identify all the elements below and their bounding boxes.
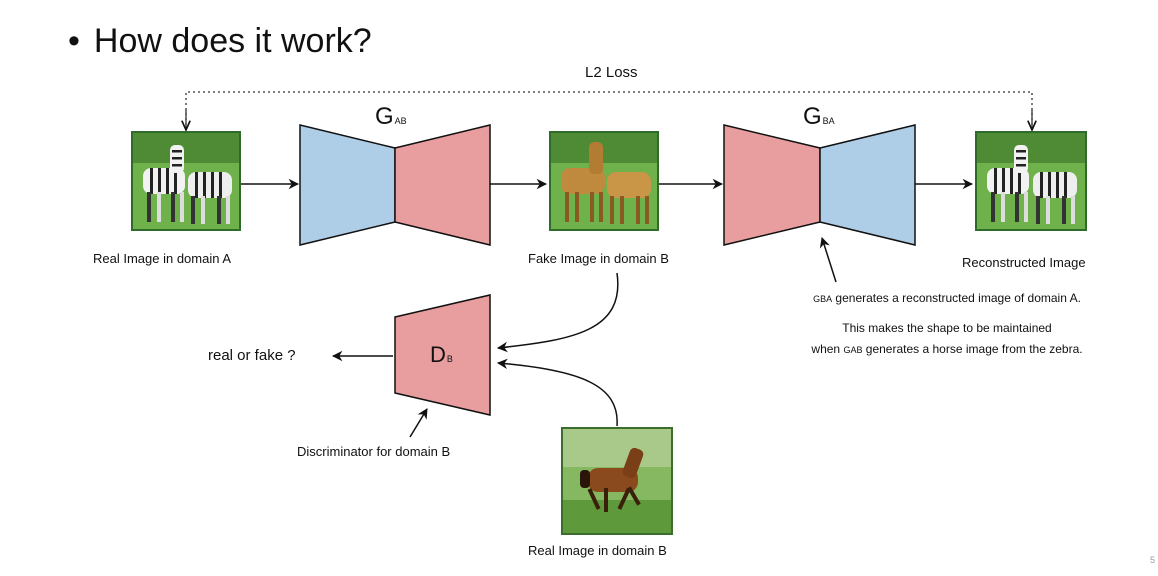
page-number: 5: [1150, 555, 1156, 565]
horse-figure: [580, 447, 644, 512]
gba-encoder: [723, 124, 821, 246]
arrow-caption-to-db: [409, 408, 428, 438]
fake-image-b-caption: Fake Image in domain B: [528, 251, 669, 266]
discriminator-db: [394, 294, 491, 416]
arrow-real-b-to-db: [496, 358, 618, 427]
real-image-a-caption: Real Image in domain A: [93, 251, 232, 266]
fake-image-b: [549, 131, 659, 231]
gba-decoder: [819, 124, 916, 246]
db-label: DB: [430, 342, 453, 368]
db-label-main: D: [430, 342, 446, 367]
l2-loss-label: L2 Loss: [585, 64, 638, 81]
gab-label-sub: AB: [394, 116, 407, 126]
discriminator-caption: Discriminator for domain B: [297, 444, 451, 459]
zebra-figure: [987, 145, 1029, 222]
gba-note-line1-rest: generates a reconstructed image of domai…: [832, 291, 1081, 305]
db-label-sub: B: [446, 354, 453, 364]
gba-label-main: G: [803, 103, 822, 130]
bullet-icon: •: [68, 22, 80, 60]
gba-label-sub: BA: [822, 116, 835, 126]
gba-note: GBA generates a reconstructed image of d…: [752, 288, 1142, 361]
gab-label: GAB: [375, 103, 407, 131]
real-image-a: [131, 131, 241, 231]
gba-note-line3-rest: generates a horse image from the zebra.: [862, 342, 1083, 356]
gab-label-main: G: [375, 103, 394, 130]
reconstructed-image: [975, 131, 1087, 231]
real-or-fake-label: real or fake ?: [208, 347, 296, 364]
reconstructed-image-caption: Reconstructed Image: [962, 255, 1086, 270]
real-image-b: [561, 427, 673, 535]
generator-gab: [299, 124, 491, 246]
zebra-figure: [188, 172, 232, 224]
gba-note-line3: when GAB generates a horse image from th…: [752, 339, 1142, 361]
arrow-fake-b-to-db: [496, 272, 619, 353]
l2-loss-connector: [185, 91, 1033, 130]
gab-encoder: [299, 124, 396, 246]
zebra-figure: [143, 145, 185, 222]
real-image-b-caption: Real Image in domain B: [528, 543, 667, 558]
gab-decoder: [394, 124, 491, 246]
gba-note-line1: GBA generates a reconstructed image of d…: [752, 288, 1142, 310]
gba-note-line2: This makes the shape to be maintained: [842, 321, 1052, 335]
slide-title: • How does it work?: [68, 22, 372, 61]
horse-figure: [607, 172, 651, 224]
gba-note-line3-sub: GAB: [843, 345, 863, 355]
zebra-figure: [1033, 172, 1077, 224]
horse-figure: [561, 142, 605, 222]
gba-note-line3-pre: when: [811, 342, 844, 356]
arrow-note-to-gba: [819, 236, 837, 283]
generator-gba: [723, 124, 916, 246]
title-text: How does it work?: [93, 22, 372, 60]
gba-label: GBA: [803, 103, 835, 131]
gba-note-line1-sub: GBA: [813, 294, 833, 304]
